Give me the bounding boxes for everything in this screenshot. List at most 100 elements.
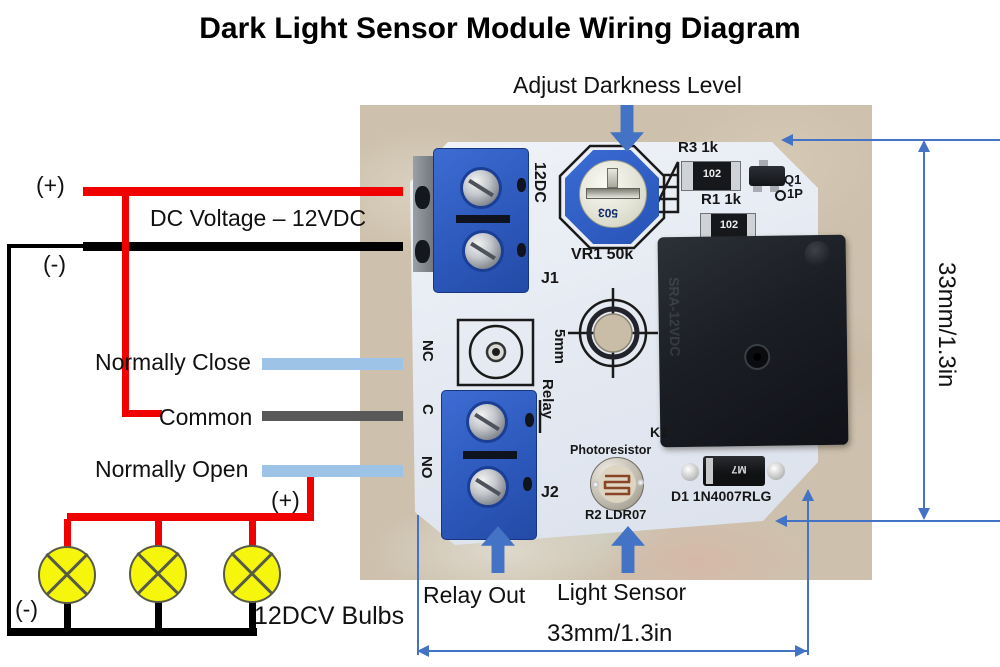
bulb-minus-bus [7, 628, 257, 636]
bulb-lamp [223, 545, 281, 603]
q1-leg [770, 184, 779, 192]
relay-out-label: Relay Out [423, 582, 526, 608]
potentiometer-slot-notch [607, 168, 618, 188]
j1-divider-slot [456, 215, 510, 223]
relay-print: SRA-12VDC [666, 276, 684, 357]
silkscreen-linework [456, 144, 680, 433]
j2-screw [467, 466, 509, 508]
bulb-minus-stub [64, 602, 71, 630]
j2-terminal-block [441, 390, 537, 540]
dc-plus-label: (+) [36, 172, 65, 198]
q1-transistor [749, 166, 785, 186]
common-red-wire-h [122, 410, 162, 417]
j2-side-hole [525, 413, 534, 427]
j1-screw [460, 167, 502, 209]
nc-pad-circle [468, 324, 524, 380]
silk-nc: NC [419, 340, 436, 362]
light-sensor-label: Light Sensor [557, 579, 687, 605]
dim-width-label: 33mm/1.3in [547, 620, 673, 647]
dc-minus-wire [83, 242, 403, 251]
dc-minus-label: (-) [43, 251, 66, 277]
r1-resistor-code: 102 [719, 219, 739, 231]
dc-plus-wire [83, 187, 403, 196]
potentiometer-slot [586, 188, 640, 199]
j1-side-hole [517, 178, 526, 192]
no-wire-stub [262, 465, 403, 477]
bulb-plus-bus [67, 513, 314, 521]
silk-r3: R3 1k [678, 139, 719, 156]
silk-12dc: 12DC [531, 162, 548, 203]
arrowhead-down-icon [918, 508, 930, 520]
silk-relay-word: Relay [539, 379, 556, 420]
silk-k1: K1 [650, 424, 668, 440]
dim-line-top [788, 139, 1000, 141]
dim-line-right-vertical [923, 146, 925, 518]
mount-hole-outer [578, 298, 648, 368]
d1-pad [767, 462, 785, 480]
photoresistor-component [590, 457, 644, 511]
bulb-lamp [38, 546, 96, 604]
dim-extension-right [807, 497, 809, 655]
d1-pad [681, 463, 699, 481]
normally-close-label: Normally Close [95, 349, 251, 375]
j1-screw [462, 230, 504, 272]
silk-photoresistor: Photoresistor [570, 443, 652, 457]
arrowhead-left-icon [781, 134, 793, 146]
photoresistor-track [603, 474, 631, 496]
dim-line-bottom [419, 650, 807, 652]
silk-j1: J1 [541, 270, 559, 287]
relay-sheen [804, 240, 831, 268]
j1-wire-hole [415, 240, 430, 263]
bulb-plus-stub [64, 519, 71, 548]
common-red-wire-v [122, 191, 129, 417]
photoresistor-screw [637, 479, 644, 486]
bulb-minus-stub [155, 602, 162, 630]
normally-open-label: Normally Open [95, 456, 249, 482]
nc-wire-stub [262, 358, 403, 370]
silk-r2: R2 LDR07 [585, 507, 647, 522]
j2-side-hole [523, 477, 532, 491]
r3-resistor-code: 102 [702, 168, 722, 180]
q1-pad-circle [775, 190, 786, 201]
dim-extension-left [417, 515, 419, 655]
silk-d1: D1 1N4007RLG [671, 488, 772, 504]
silk-no: NO [418, 456, 435, 479]
dim-line-bottom-right [783, 520, 1000, 522]
d1-mark: M7 [731, 463, 747, 475]
nc-pad-square [456, 318, 535, 387]
pot-code-print: 503 [597, 205, 619, 221]
minus-branch-wire [7, 244, 85, 248]
bulb-minus-stub [249, 602, 256, 630]
minus-down-wire [7, 244, 11, 636]
j1-wire-hole [415, 186, 430, 209]
bulb-plus-label: (+) [271, 487, 300, 513]
q1-leg [759, 160, 768, 168]
relay: SRA-12VDC [657, 234, 849, 448]
silk-q1-pkg: 1P [787, 186, 803, 201]
photoresistor-screw [592, 481, 599, 488]
arrowhead-up-icon [918, 140, 930, 152]
silk-r1: R1 1k [701, 191, 742, 208]
r3-resistor: 102 [681, 161, 741, 191]
silk-5mm: 5mm [551, 329, 568, 365]
j2-screw [466, 401, 508, 443]
j2-divider-slot [463, 451, 517, 459]
mount-hole-ring [586, 306, 640, 360]
silk-q1: Q1 [784, 172, 802, 187]
silk-c: C [419, 404, 436, 415]
silk-vr1: VR1 50k [571, 246, 634, 263]
page-title: Dark Light Sensor Module Wiring Diagram [199, 12, 801, 45]
bulb-plus-stub [155, 519, 162, 548]
bulb-lamp [129, 545, 187, 603]
j1-side-hole [517, 243, 526, 257]
arrowhead-left-icon [417, 645, 429, 657]
adjust-darkness-label: Adjust Darkness Level [513, 72, 742, 98]
bulb-plus-wire-v [307, 477, 314, 519]
j1-terminal-block [433, 148, 529, 293]
relay-dimple [744, 343, 771, 371]
q1-leg [753, 184, 762, 192]
arrowhead-right-icon [795, 645, 807, 657]
dim-height-label: 33mm/1.3in [933, 262, 960, 388]
common-label: Common [159, 404, 253, 430]
